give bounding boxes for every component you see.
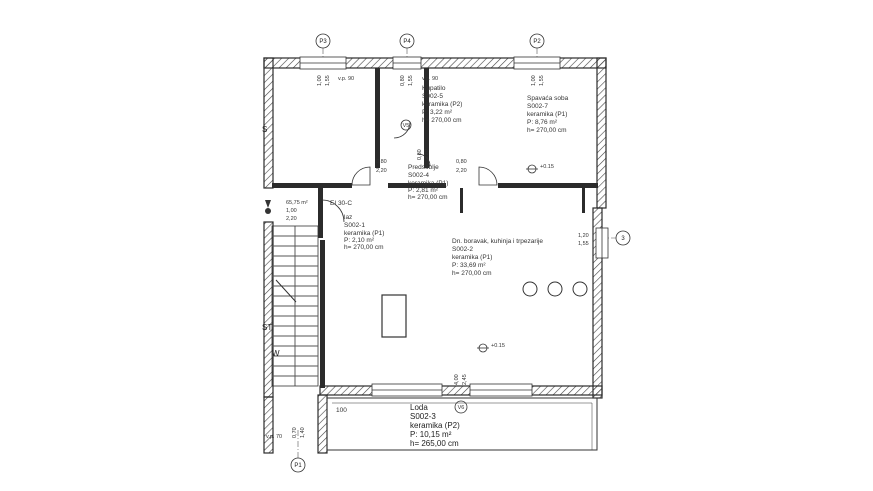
svg-text:Dn. boravak, kuhinja i trpezar: Dn. boravak, kuhinja i trpezarije xyxy=(452,238,543,245)
interior-walls xyxy=(272,68,598,388)
svg-text:P1: P1 xyxy=(294,463,302,469)
svg-text:2,20: 2,20 xyxy=(456,168,467,174)
fire-door-label: EI 30-C xyxy=(330,200,352,207)
svg-text:h= 270,00 cm: h= 270,00 cm xyxy=(408,194,448,201)
axis-marker-v5: V5 xyxy=(400,119,412,131)
svg-text:0,80: 0,80 xyxy=(400,75,406,86)
axis-marker-v6: V6 xyxy=(454,400,468,414)
svg-text:65,75 m²: 65,75 m² xyxy=(286,200,308,206)
svg-text:S002-2: S002-2 xyxy=(452,246,473,253)
svg-text:Loda: Loda xyxy=(410,403,428,412)
axis-marker-p4: P4 xyxy=(399,33,415,49)
svg-text:Spavaća soba: Spavaća soba xyxy=(527,95,569,102)
section-text: W xyxy=(272,349,280,358)
level-marker: +0.15 xyxy=(477,343,505,353)
axis-marker-p3: P3 xyxy=(315,33,331,49)
svg-text:V6: V6 xyxy=(458,405,465,411)
loggia-dimension: 100 xyxy=(336,407,347,414)
svg-text:h= 270,00 cm: h= 270,00 cm xyxy=(452,270,492,277)
svg-text:0,80: 0,80 xyxy=(417,149,423,160)
svg-text:1,55: 1,55 xyxy=(325,75,331,86)
svg-text:V5: V5 xyxy=(403,123,410,129)
svg-text:1,00: 1,00 xyxy=(317,75,323,86)
svg-text:2,20: 2,20 xyxy=(376,168,387,174)
svg-text:+0.15: +0.15 xyxy=(491,343,505,349)
room-label-living: Dn. boravak, kuhinja i trpezarije S002-2… xyxy=(452,238,543,277)
svg-text:P: 2,10 m²: P: 2,10 m² xyxy=(344,237,375,244)
svg-text:S002-3: S002-3 xyxy=(410,412,436,421)
room-label-loggia: Loda S002-3 keramika (P2) P: 10,15 m² h=… xyxy=(410,403,460,448)
svg-text:P: 10,15 m²: P: 10,15 m² xyxy=(410,430,452,439)
svg-text:P: 3,22 m²: P: 3,22 m² xyxy=(422,109,453,116)
bar-stool xyxy=(572,281,588,297)
svg-text:P: 8,76 m²: P: 8,76 m² xyxy=(527,119,558,126)
svg-text:2,20: 2,20 xyxy=(424,149,430,160)
svg-text:3: 3 xyxy=(621,236,625,242)
svg-text:P: 33,69 m²: P: 33,69 m² xyxy=(452,262,486,269)
svg-text:h= 270,00 cm: h= 270,00 cm xyxy=(422,117,462,124)
exterior-walls xyxy=(263,57,607,454)
window-label: v.p. 70 xyxy=(266,434,282,440)
svg-text:P4: P4 xyxy=(403,39,411,45)
axis-marker-3: 3 xyxy=(615,230,631,246)
kitchen-island xyxy=(381,294,407,338)
svg-text:0,70: 0,70 xyxy=(292,427,298,438)
svg-text:S002-4: S002-4 xyxy=(408,172,429,179)
svg-text:S002-5: S002-5 xyxy=(422,93,443,100)
level-marker: +0.15 xyxy=(526,164,554,174)
room-label-bedroom: Spavaća soba S002-7 keramika (P1) P: 8,7… xyxy=(527,95,569,134)
svg-text:S002-1: S002-1 xyxy=(344,222,365,229)
svg-text:keramika (P1): keramika (P1) xyxy=(344,230,384,237)
svg-text:1,55: 1,55 xyxy=(539,75,545,86)
window-label: v.p. 90 xyxy=(422,76,438,82)
svg-text:keramika (P1): keramika (P1) xyxy=(408,180,448,187)
svg-text:Kupatilo: Kupatilo xyxy=(422,85,446,92)
svg-text:P2: P2 xyxy=(533,39,541,45)
bar-stool xyxy=(522,281,538,297)
svg-text:h= 270,00 cm: h= 270,00 cm xyxy=(527,127,567,134)
svg-text:P3: P3 xyxy=(319,39,327,45)
axis-marker-p1: P1 xyxy=(290,457,306,473)
svg-text:4,00: 4,00 xyxy=(454,374,460,385)
svg-text:h= 265,00 cm: h= 265,00 cm xyxy=(410,439,459,448)
section-letter: S xyxy=(262,125,267,134)
axis-marker-p2: P2 xyxy=(529,33,545,49)
room-label-bathroom: Kupatilo S002-5 keramika (P2) P: 3,22 m²… xyxy=(422,85,462,124)
svg-text:keramika (P2): keramika (P2) xyxy=(422,101,462,108)
svg-text:1,55: 1,55 xyxy=(578,241,589,247)
svg-text:keramika (P1): keramika (P1) xyxy=(452,254,492,261)
svg-text:P: 2,81 m²: P: 2,81 m² xyxy=(408,187,439,194)
svg-text:+0.15: +0.15 xyxy=(540,164,554,170)
room-label-entry: laz S002-1 keramika (P1) P: 2,10 m² h= 2… xyxy=(344,214,384,251)
svg-text:1,00: 1,00 xyxy=(531,75,537,86)
window-label: v.p. 90 xyxy=(338,76,354,82)
svg-text:Predsoblje: Predsoblje xyxy=(408,164,439,171)
svg-text:2,20: 2,20 xyxy=(286,216,297,222)
svg-text:1,20: 1,20 xyxy=(578,233,589,239)
svg-text:2,45: 2,45 xyxy=(462,374,468,385)
svg-text:1,40: 1,40 xyxy=(300,427,306,438)
svg-text:1,55: 1,55 xyxy=(408,75,414,86)
svg-text:laz: laz xyxy=(344,214,352,221)
svg-text:S002-7: S002-7 xyxy=(527,103,548,110)
opening-dimensions: 1,00 1,55 0,80 1,55 1,00 1,55 0,80 2,20 … xyxy=(286,75,589,438)
svg-text:h= 270,00 cm: h= 270,00 cm xyxy=(344,244,384,251)
bar-stool xyxy=(547,281,563,297)
room-label-hallway: Predsoblje S002-4 keramika (P1) P: 2,81 … xyxy=(408,164,448,201)
room-label-stair: 65,75 m² xyxy=(286,200,308,206)
svg-text:1,00: 1,00 xyxy=(286,208,297,214)
staircase xyxy=(271,225,319,387)
svg-text:keramika (P1): keramika (P1) xyxy=(527,111,567,118)
svg-text:0,80: 0,80 xyxy=(456,159,467,165)
loggia-outline xyxy=(326,397,598,451)
section-text: ST xyxy=(262,323,272,332)
svg-text:0,80: 0,80 xyxy=(376,159,387,165)
svg-text:keramika (P2): keramika (P2) xyxy=(410,421,460,430)
